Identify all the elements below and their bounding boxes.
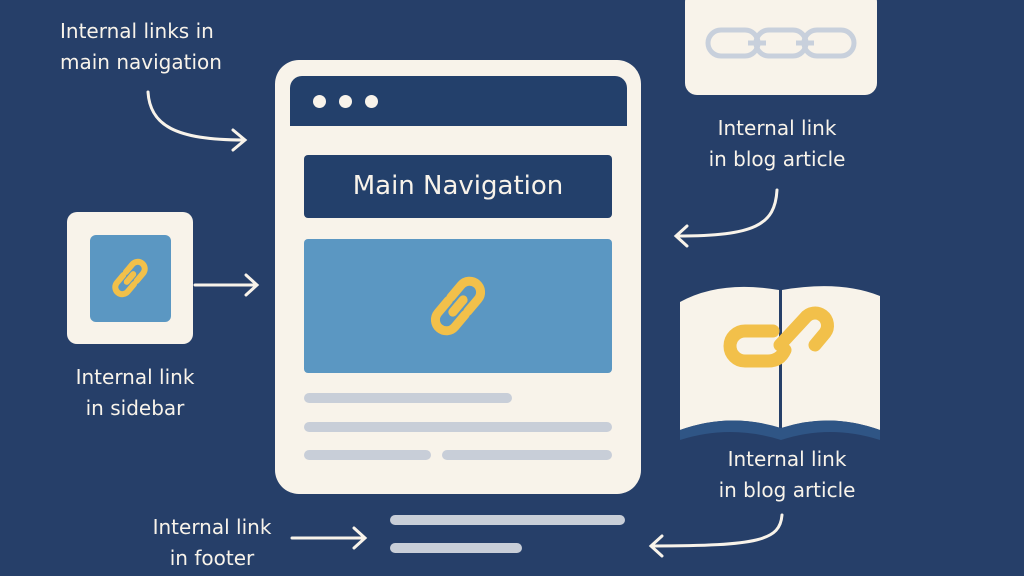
arrow-to-footer xyxy=(290,526,368,550)
window-dot-icon xyxy=(339,95,352,108)
label-line: main navigation xyxy=(60,50,222,74)
label-line: Internal link xyxy=(727,447,847,471)
label-line: in sidebar xyxy=(85,396,185,420)
label-line: in blog article xyxy=(708,147,846,171)
footer-line-placeholder xyxy=(390,515,625,525)
label-line: Internal link xyxy=(75,365,195,389)
label-line: Internal link xyxy=(717,116,837,140)
text-line-placeholder xyxy=(304,450,431,460)
label-line: Internal link xyxy=(152,515,272,539)
arrow-from-blog-top xyxy=(673,188,779,248)
link-chain-icon xyxy=(430,276,486,336)
window-dot-icon xyxy=(365,95,378,108)
browser-window: Main Navigation xyxy=(275,60,641,494)
sidebar-label: Internal link in sidebar xyxy=(55,362,215,424)
arrow-from-sidebar xyxy=(193,273,260,297)
chain-links-icon xyxy=(705,27,857,59)
text-line-placeholder xyxy=(304,422,612,432)
text-line-placeholder xyxy=(304,393,512,403)
label-line: in footer xyxy=(169,546,255,570)
browser-title-bar xyxy=(290,76,627,126)
main-navigation-bar[interactable]: Main Navigation xyxy=(304,155,612,218)
footer-line-placeholder xyxy=(390,543,522,553)
content-hero xyxy=(304,239,612,373)
blog-article-label-top: Internal link in blog article xyxy=(692,113,862,175)
main-navigation-label: Internal links in main navigation xyxy=(60,16,222,78)
blog-article-label-book: Internal link in blog article xyxy=(702,444,872,506)
sidebar-link-box xyxy=(90,235,171,322)
window-dot-icon xyxy=(313,95,326,108)
text-line-placeholder xyxy=(442,450,612,460)
arrow-from-blog-book xyxy=(648,513,784,558)
label-line: in blog article xyxy=(718,478,856,502)
label-line: Internal links in xyxy=(60,19,214,43)
footer-label: Internal link in footer xyxy=(132,512,292,574)
open-book-icon xyxy=(680,286,880,440)
blog-link-card xyxy=(685,0,877,95)
sidebar-card xyxy=(67,212,193,344)
arrow-to-main-navigation xyxy=(146,90,248,152)
link-chain-icon xyxy=(112,258,148,298)
